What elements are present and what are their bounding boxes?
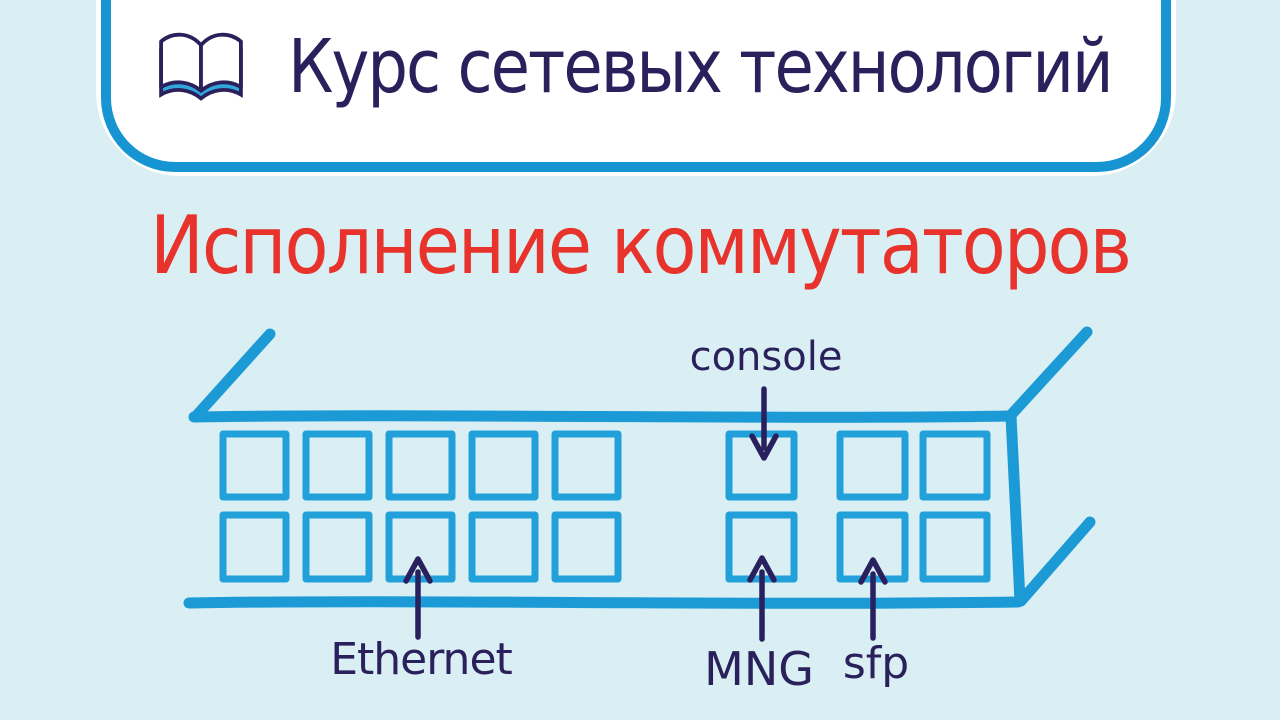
header-badge-content: Курс сетевых технологий (150, 25, 1114, 111)
mng-arrow (747, 555, 777, 642)
sfp-port (919, 511, 991, 583)
open-book-icon (159, 32, 243, 101)
ethernet-port (468, 511, 539, 583)
ethernet-port (551, 511, 622, 583)
switch-panel-outline (183, 326, 1096, 609)
ethernet-port (302, 511, 373, 583)
page-title: Исполнение коммутаторов (149, 198, 1132, 293)
port-group-sfp (836, 430, 991, 583)
sfp-port (836, 511, 909, 583)
ethernet-port (385, 430, 456, 501)
sfp-port (836, 430, 909, 501)
ethernet-arrow (403, 556, 433, 640)
sfp-label: sfp (842, 638, 910, 689)
sfp-port (919, 430, 991, 501)
console-arrow (749, 386, 779, 461)
sfp-arrow (858, 557, 888, 641)
ethernet-port (219, 511, 290, 583)
port-group-ethernet (219, 430, 622, 583)
ethernet-port (302, 430, 373, 501)
ethernet-port (385, 511, 456, 583)
course-title: Курс сетевых технологий (288, 25, 1114, 111)
console-label: console (689, 334, 843, 380)
header-badge: Курс сетевых технологий (96, 0, 1176, 176)
ethernet-label: Ethernet (330, 634, 513, 685)
ethernet-port (551, 430, 622, 501)
mng-label: MNG (704, 642, 814, 696)
ethernet-port (219, 430, 290, 501)
ethernet-port (468, 430, 539, 501)
